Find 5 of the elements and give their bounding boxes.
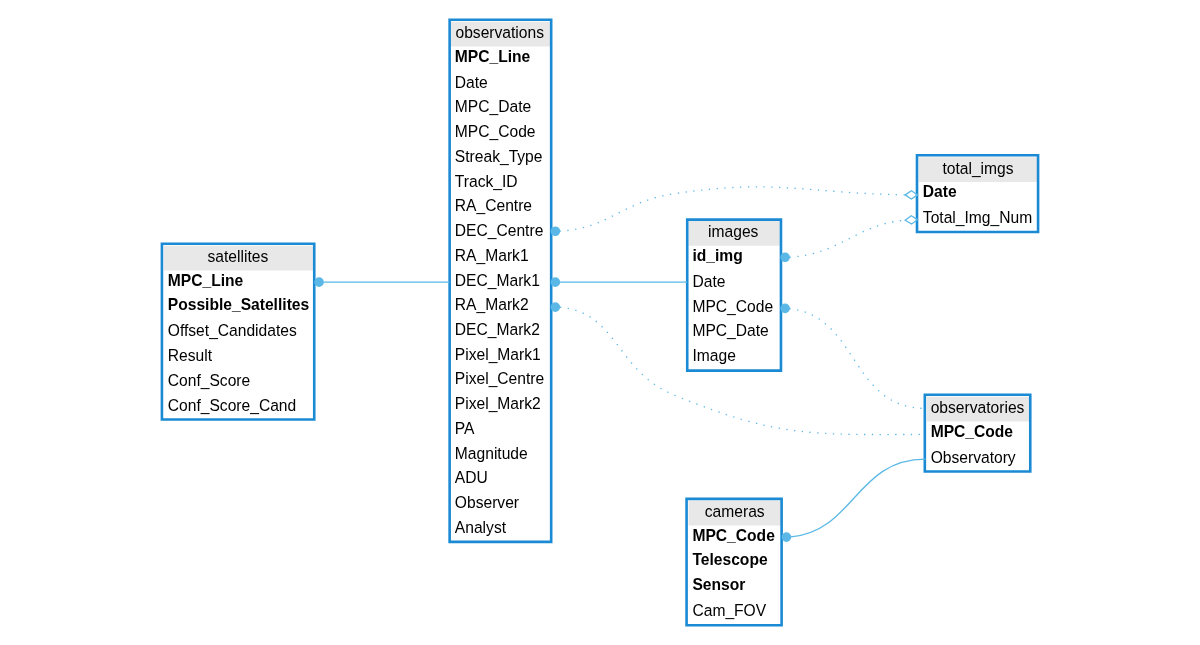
connector <box>780 214 919 263</box>
connector <box>314 277 451 287</box>
connector <box>550 186 919 237</box>
connector <box>781 458 927 542</box>
connector <box>550 277 688 287</box>
